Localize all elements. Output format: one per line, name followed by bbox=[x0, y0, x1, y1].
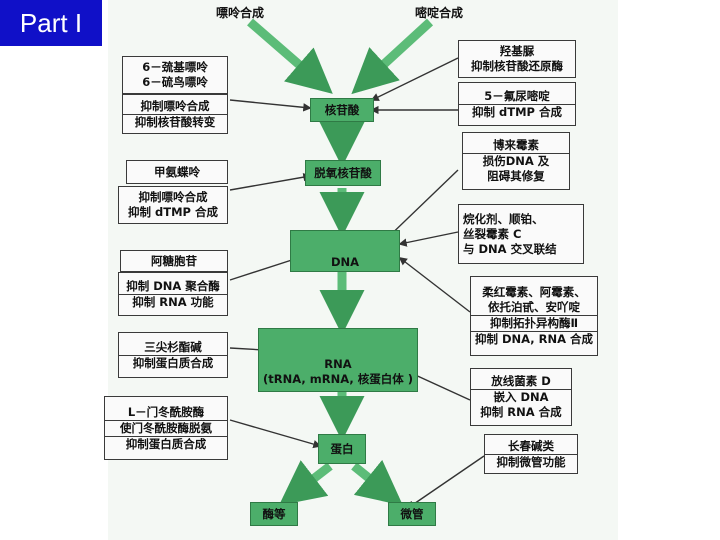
divider bbox=[471, 315, 597, 316]
drug-name: 羟基脲 bbox=[499, 44, 535, 58]
inhibit-ara bbox=[229, 256, 300, 281]
arrow-protein-to-microtubule bbox=[351, 459, 403, 506]
effect-box-mercaptopurine: 抑制嘌呤合成 抑制核苷酸转变 bbox=[122, 94, 228, 134]
drug-name: 烷化剂、顺铂、 bbox=[463, 211, 544, 226]
dna-label: DNA bbox=[330, 255, 360, 269]
divider bbox=[119, 354, 227, 356]
node-deoxynucleotide: 脱氧核苷酸 bbox=[305, 160, 381, 186]
effect-box-cytarabine: 抑制 DNA 聚合酶 抑制 RNA 功能 bbox=[118, 272, 228, 316]
label-pyrimidine-synthesis: 嘧啶合成 bbox=[415, 6, 464, 20]
drug-name: 依托泊甙、安吖啶 bbox=[488, 300, 580, 314]
inhibit-anth bbox=[398, 256, 471, 313]
drug-box-harringtonine: 三尖杉酯碱 抑制蛋白质合成 bbox=[118, 332, 228, 378]
divider bbox=[471, 331, 597, 332]
drug-box-actinomycin: 放线菌素 D 嵌入 DNA 抑制 RNA 合成 bbox=[470, 368, 572, 426]
drug-box-vinca: 长春碱类 抑制微管功能 bbox=[484, 434, 578, 474]
effect-text: 抑制微管功能 bbox=[496, 454, 566, 469]
drug-box-mercaptopurine: 6－巯基嘌呤 6－硫鸟嘌呤 bbox=[122, 56, 228, 94]
inhibit-mp bbox=[229, 99, 312, 112]
divider bbox=[105, 435, 227, 437]
drug-name: L－门冬酰胺酶 bbox=[127, 404, 205, 419]
drug-name: 6－巯基嘌呤 bbox=[142, 60, 208, 74]
effect-text: 与 DNA 交叉联结 bbox=[463, 241, 557, 256]
effect-text: 阻碍其修复 bbox=[487, 169, 545, 183]
drug-box-hydroxyurea: 羟基脲 抑制核苷酸还原酶 bbox=[458, 40, 576, 78]
drug-name: 博来霉素 bbox=[493, 138, 539, 152]
effect-text: 嵌入 DNA bbox=[493, 390, 549, 404]
effect-text: 抑制蛋白质合成 bbox=[132, 355, 214, 370]
drug-box-bleomycin: 博来霉素 损伤DNA 及 阻碍其修复 bbox=[462, 132, 570, 190]
node-enzyme: 酶等 bbox=[250, 502, 298, 526]
divider bbox=[485, 453, 577, 455]
drug-name: 放线菌素 D bbox=[491, 374, 551, 388]
arrow-pyrimidine-to-nucleotide bbox=[351, 18, 434, 95]
effect-text: 损伤DNA 及 bbox=[482, 154, 550, 168]
drug-box-alkylating: 烷化剂、顺铂、 丝裂霉素 C 与 DNA 交叉联结 bbox=[458, 204, 584, 264]
effect-text: 抑制核苷酸还原酶 bbox=[471, 59, 563, 73]
effect-text: 抑制拓扑异构酶Ⅱ bbox=[489, 316, 579, 330]
divider bbox=[471, 389, 571, 390]
drug-box-anthracyclines: 柔红霉素、阿霉素、 依托泊甙、安吖啶 抑制拓扑异构酶Ⅱ 抑制 DNA, RNA … bbox=[470, 276, 598, 356]
node-microtubule: 微管 bbox=[388, 502, 436, 526]
drug-box-cytarabine: 阿糖胞苷 bbox=[120, 250, 228, 272]
divider bbox=[459, 103, 575, 105]
effect-box-methotrexate: 抑制嘌呤合成 抑制 dTMP 合成 bbox=[118, 186, 228, 224]
node-dna: DNA bbox=[290, 230, 400, 272]
effect-text: 抑制 RNA 功能 bbox=[132, 294, 214, 309]
drug-name: 柔红霉素、阿霉素、 bbox=[482, 285, 586, 299]
part-badge: Part I bbox=[0, 0, 102, 46]
effect-text: 抑制核苷酸转变 bbox=[134, 114, 216, 129]
arrow-purine-to-nucleotide bbox=[247, 18, 333, 94]
inhibit-mtx bbox=[229, 173, 312, 191]
node-nucleotide: 核苷酸 bbox=[310, 98, 374, 122]
drug-box-fluorouracil: 5－氟尿嘧啶 抑制 dTMP 合成 bbox=[458, 82, 576, 126]
effect-text: 抑制 dTMP 合成 bbox=[128, 205, 218, 219]
drug-name: 丝裂霉素 C bbox=[463, 226, 522, 241]
node-rna: RNA (tRNA, mRNA, 核蛋白体 ) bbox=[258, 328, 418, 392]
effect-text: 抑制蛋白质合成 bbox=[125, 436, 207, 451]
drug-box-asparaginase: L－门冬酰胺酶 使门冬酰胺酶脱氨 抑制蛋白质合成 bbox=[104, 396, 228, 460]
rna-label: RNA bbox=[324, 357, 352, 371]
inhibit-alk bbox=[398, 231, 459, 247]
label-purine-synthesis: 嘌呤合成 bbox=[216, 6, 265, 20]
effect-text: 使门冬酰胺酶脱氨 bbox=[120, 420, 212, 435]
drug-name: 5－氟尿嘧啶 bbox=[484, 88, 550, 103]
effect-text: 抑制 DNA, RNA 合成 bbox=[474, 332, 594, 346]
inhibit-vinca bbox=[406, 455, 485, 509]
drug-name: 三尖杉酯碱 bbox=[144, 339, 202, 354]
inhibit-asp bbox=[229, 419, 322, 449]
divider bbox=[105, 419, 227, 421]
drug-box-methotrexate: 甲氨蝶呤 bbox=[126, 160, 228, 184]
divider bbox=[463, 153, 569, 154]
effect-text: 抑制嘌呤合成 bbox=[140, 98, 210, 113]
drug-name: 6－硫鸟嘌呤 bbox=[142, 75, 208, 89]
inhibit-hu bbox=[370, 57, 459, 101]
drug-name: 长春碱类 bbox=[508, 438, 554, 453]
effect-text: 抑制 RNA 合成 bbox=[480, 405, 562, 419]
node-protein: 蛋白 bbox=[318, 434, 366, 464]
divider bbox=[119, 293, 227, 295]
effect-text: 抑制 DNA 聚合酶 bbox=[126, 278, 220, 293]
effect-text: 抑制 dTMP 合成 bbox=[472, 104, 562, 119]
effect-text: 抑制嘌呤合成 bbox=[138, 190, 208, 204]
arrow-protein-to-enzyme bbox=[278, 460, 333, 506]
rna-types-label: (tRNA, mRNA, 核蛋白体 ) bbox=[263, 372, 413, 386]
divider bbox=[123, 113, 227, 115]
